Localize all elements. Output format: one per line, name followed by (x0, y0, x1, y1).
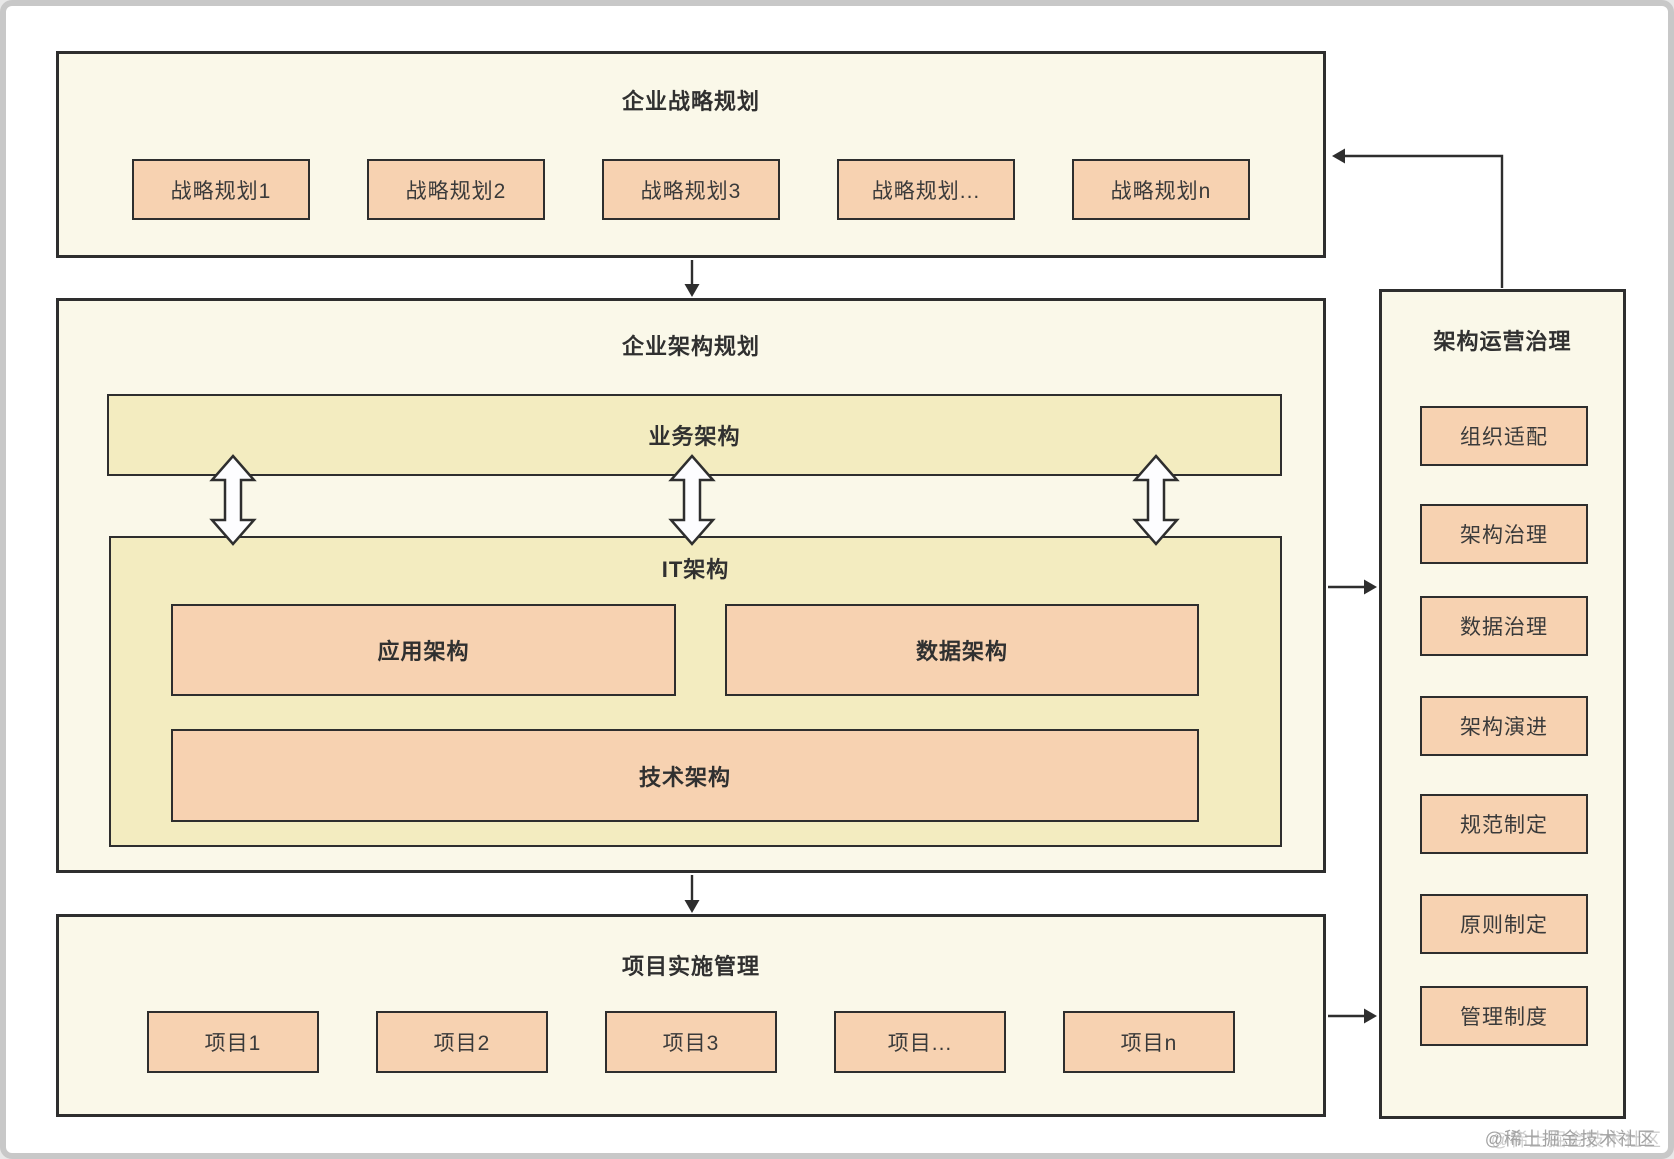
strategy-item-etc: 战略规划... (837, 159, 1015, 220)
strategy-planning-title: 企业战略规划 (621, 89, 760, 114)
project-item-1: 项目1 (147, 1011, 319, 1073)
strategy-planning-box: 企业战略规划 战略规划1 战略规划2 战略规划3 战略规划... 战略规划n (56, 51, 1326, 258)
strategy-items-row: 战略规划1 战略规划2 战略规划3 战略规划... 战略规划n (59, 159, 1323, 220)
project-items-row: 项目1 项目2 项目3 项目... 项目n (59, 1011, 1323, 1073)
arrow-architecture-to-governance (1328, 579, 1377, 595)
project-item-2: 项目2 (376, 1011, 548, 1073)
architecture-governance-title: 架构运营治理 (1433, 329, 1572, 354)
architecture-governance-panel: 架构运营治理 组织适配 架构治理 数据治理 架构演进 规范制定 原则制定 管理制… (1379, 289, 1626, 1119)
governance-item-arch-governance: 架构治理 (1420, 504, 1588, 564)
application-architecture-block: 应用架构 (171, 604, 676, 696)
strategy-item-1: 战略规划1 (132, 159, 310, 220)
watermark-text: @稀土掘金技术社区 (1484, 1129, 1656, 1149)
governance-item-principles: 原则制定 (1420, 894, 1588, 954)
strategy-item-2: 战略规划2 (367, 159, 545, 220)
project-item-etc: 项目... (834, 1011, 1006, 1073)
project-implementation-title: 项目实施管理 (621, 954, 760, 979)
arrow-strategy-to-architecture (684, 260, 700, 297)
governance-item-standards: 规范制定 (1420, 794, 1588, 854)
project-item-n: 项目n (1063, 1011, 1235, 1073)
governance-item-data-governance: 数据治理 (1420, 596, 1588, 656)
strategy-item-3: 战略规划3 (602, 159, 780, 220)
project-item-3: 项目3 (605, 1011, 777, 1073)
arrow-architecture-to-projects (684, 875, 700, 913)
enterprise-architecture-title: 企业架构规划 (621, 334, 760, 359)
technology-architecture-block: 技术架构 (171, 729, 1199, 822)
data-architecture-block: 数据架构 (725, 604, 1199, 696)
enterprise-architecture-box: 企业架构规划 业务架构 IT架构 应用架构 数据架构 技术架构 (56, 298, 1326, 873)
governance-item-arch-evolution: 架构演进 (1420, 696, 1588, 756)
arrow-projects-to-governance (1328, 1008, 1377, 1024)
it-architecture-box: IT架构 应用架构 数据架构 技术架构 (109, 536, 1282, 847)
governance-item-org-fit: 组织适配 (1420, 406, 1588, 466)
it-architecture-title: IT架构 (661, 557, 730, 582)
strategy-item-n: 战略规划n (1072, 159, 1250, 220)
governance-item-management-rules: 管理制度 (1420, 986, 1588, 1046)
project-implementation-box: 项目实施管理 项目1 项目2 项目3 项目... 项目n (56, 914, 1326, 1117)
arrow-governance-to-strategy (1332, 148, 1504, 288)
business-architecture-bar: 业务架构 (107, 394, 1282, 476)
